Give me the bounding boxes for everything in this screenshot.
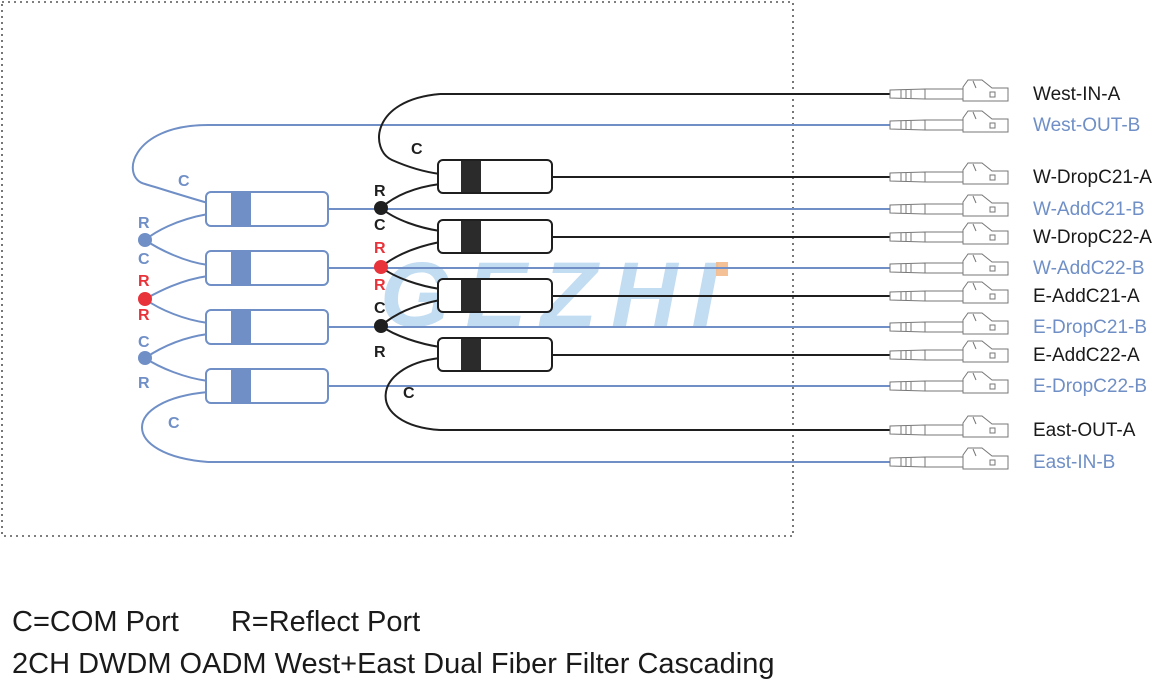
port-letters: C R C R R C R C C R C R R C R C bbox=[138, 141, 423, 432]
black-fiber-paths bbox=[378, 93, 890, 431]
blue-fiber-f3-r bbox=[144, 333, 209, 359]
port-label: E-AddC22-A bbox=[1033, 345, 1140, 366]
black-filter-1 bbox=[437, 159, 553, 194]
lc-connector-icon bbox=[889, 79, 1009, 102]
com-letter: C bbox=[403, 385, 415, 402]
lc-connector-icon bbox=[889, 253, 1009, 276]
blue-fiber-f4-c bbox=[144, 357, 209, 382]
black-fiber-east-out bbox=[384, 357, 441, 431]
lc-connector-icon bbox=[889, 162, 1009, 185]
blue-filter-4 bbox=[205, 368, 329, 404]
port-label: West-IN-A bbox=[1033, 84, 1121, 105]
blue-fiber-f1-r bbox=[144, 213, 209, 241]
blue-filter-3 bbox=[205, 309, 329, 345]
com-letter: C bbox=[374, 217, 386, 234]
black-filter-2 bbox=[437, 219, 553, 254]
port-labels: West-IN-A West-OUT-B W-DropC21-A W-AddC21-B… bbox=[1033, 84, 1152, 473]
lc-connector-icon bbox=[889, 194, 1009, 217]
com-letter: C bbox=[374, 300, 386, 317]
black-fiber-b2-c bbox=[380, 207, 441, 232]
blue-fiber-f2-r bbox=[144, 275, 209, 300]
lc-connector-icon bbox=[889, 340, 1009, 363]
blue-fiber-east-in bbox=[141, 391, 209, 463]
port-label: West-OUT-B bbox=[1033, 115, 1140, 136]
port-label: E-AddC21-A bbox=[1033, 286, 1140, 307]
blue-fiber-west-out bbox=[131, 124, 209, 204]
port-label: East-OUT-A bbox=[1033, 420, 1136, 441]
lc-connector-icon bbox=[889, 281, 1009, 304]
black-filter-4 bbox=[437, 337, 553, 372]
lc-connector-icon bbox=[889, 371, 1009, 394]
black-filters bbox=[437, 159, 553, 372]
legend-reflect: R=Reflect Port bbox=[230, 606, 421, 638]
port-label: W-AddC22-B bbox=[1033, 258, 1145, 279]
blue-fiber-f3-c bbox=[144, 298, 209, 324]
com-letter: C bbox=[138, 334, 150, 351]
diagram-title: 2CH DWDM OADM West+East Dual Fiber Filte… bbox=[12, 648, 775, 680]
black-fiber-west-in bbox=[378, 93, 441, 175]
red-node-center bbox=[374, 260, 388, 274]
port-label: East-IN-B bbox=[1033, 452, 1115, 473]
black-filter-3 bbox=[437, 278, 553, 313]
reflect-letter: R bbox=[374, 240, 386, 257]
reflect-letter: R bbox=[138, 307, 150, 324]
legend-com: C=COM Port bbox=[12, 606, 179, 638]
black-node-3 bbox=[374, 319, 388, 333]
port-label: W-AddC21-B bbox=[1033, 199, 1145, 220]
port-label: E-DropC21-B bbox=[1033, 317, 1147, 338]
lc-connector-icon bbox=[889, 222, 1009, 245]
reflect-letter: R bbox=[138, 273, 150, 290]
lc-connector-icon bbox=[889, 110, 1009, 133]
blue-filter-2 bbox=[205, 250, 329, 286]
com-letter: C bbox=[138, 251, 150, 268]
reflect-letter: R bbox=[374, 344, 386, 361]
lc-connector-icon bbox=[889, 415, 1009, 438]
black-fiber-b1-r bbox=[380, 183, 441, 209]
reflect-letter: R bbox=[374, 183, 386, 200]
blue-filters bbox=[205, 191, 329, 404]
lc-connectors bbox=[889, 79, 1009, 470]
port-label: W-DropC21-A bbox=[1033, 167, 1152, 188]
lc-connector-icon bbox=[889, 447, 1009, 470]
blue-filter-1 bbox=[205, 191, 329, 227]
black-node-1 bbox=[374, 201, 388, 215]
com-letter: C bbox=[168, 415, 180, 432]
blue-fiber-f2-c bbox=[144, 239, 209, 266]
port-label: E-DropC22-B bbox=[1033, 376, 1147, 397]
port-label: W-DropC22-A bbox=[1033, 227, 1152, 248]
reflect-letter: R bbox=[138, 215, 150, 232]
reflect-letter: R bbox=[374, 277, 386, 294]
red-node-left bbox=[138, 292, 152, 306]
com-letter: C bbox=[178, 173, 190, 190]
legend: C=COM Port R=Reflect Port bbox=[12, 606, 420, 639]
blue-node-3 bbox=[138, 351, 152, 365]
blue-node-1 bbox=[138, 233, 152, 247]
reflect-letter: R bbox=[138, 375, 150, 392]
lc-connector-icon bbox=[889, 312, 1009, 335]
com-letter: C bbox=[411, 141, 423, 158]
